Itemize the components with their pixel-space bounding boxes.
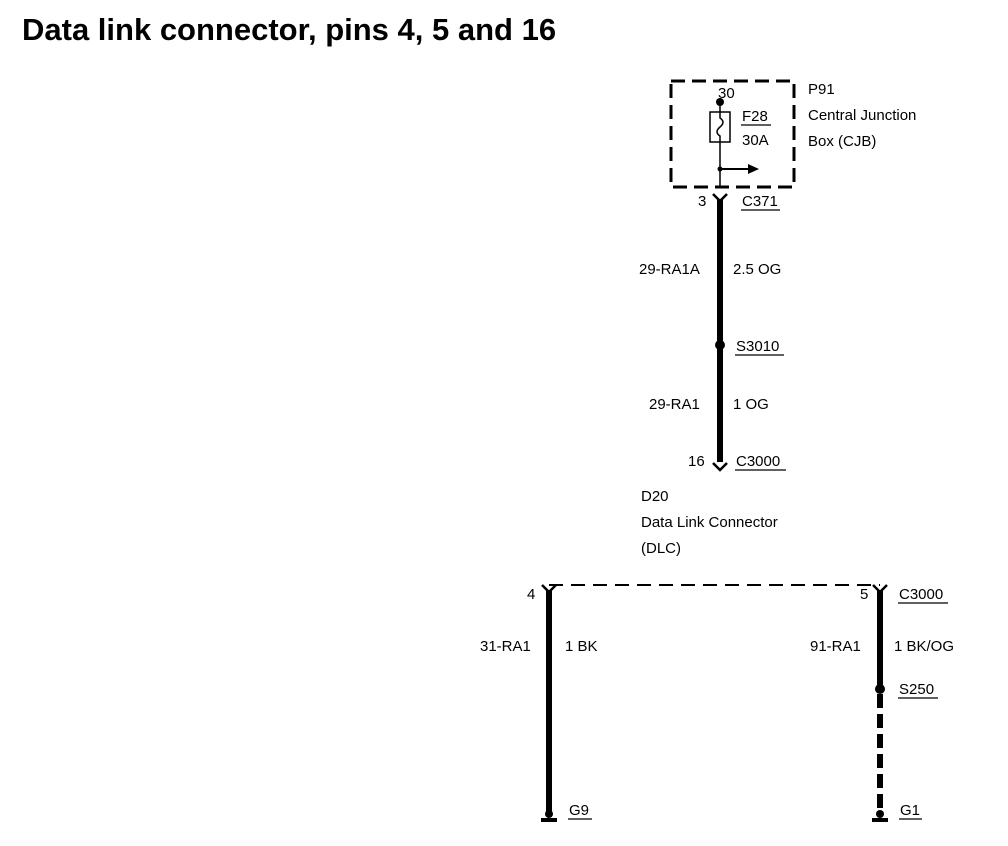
arrow-right-icon — [748, 164, 759, 174]
dlc-name-line1: Data Link Connector — [641, 514, 778, 531]
c371-pin-label: 3 — [698, 193, 706, 210]
lower-wire-spec: 1 OG — [733, 396, 769, 413]
right-pin-label: 5 — [860, 586, 868, 603]
left-wire-circuit: 31-RA1 — [480, 638, 531, 655]
right-wire-circuit: 91-RA1 — [810, 638, 861, 655]
fuse-element-icon — [716, 112, 724, 142]
left-wire-spec: 1 BK — [565, 638, 598, 655]
page-title: Data link connector, pins 4, 5 and 16 — [22, 12, 557, 47]
upper-wire-spec: 2.5 OG — [733, 261, 781, 278]
splice-s250-label: S250 — [899, 681, 934, 698]
cjb-feed-label: 30 — [718, 85, 735, 102]
cjb-boundary — [669, 79, 796, 189]
lower-wire-circuit: 29-RA1 — [649, 396, 700, 413]
ground-g1-label: G1 — [900, 802, 920, 819]
c3000-pin16-label: 16 — [688, 453, 705, 470]
upper-wire-circuit: 29-RA1A — [639, 261, 700, 278]
fuse-rating-label: 30A — [742, 132, 769, 149]
ground-g9-icon — [541, 818, 557, 822]
ground-g9-terminal — [545, 810, 553, 818]
c3000-top-label: C3000 — [736, 453, 780, 470]
ground-g9-label: G9 — [569, 802, 589, 819]
splice-s3010-label: S3010 — [736, 338, 779, 355]
dlc-name-line2: (DLC) — [641, 540, 681, 557]
connector-c3000-pin16-icon — [712, 462, 728, 472]
cjb-ref: P91 — [808, 81, 835, 98]
right-wire-spec: 1 BK/OG — [894, 638, 954, 655]
cjb-name-line1: Central Junction — [808, 107, 916, 124]
ground-g1-icon — [872, 818, 888, 822]
cjb-name-line2: Box (CJB) — [808, 133, 876, 150]
left-pin-label: 4 — [527, 586, 535, 603]
splice-s250-icon — [875, 684, 885, 694]
dlc-ref: D20 — [641, 488, 669, 505]
c3000-bottom-label: C3000 — [899, 586, 943, 603]
ground-g1-terminal — [876, 810, 884, 818]
fuse-label: F28 — [742, 108, 768, 125]
c371-label: C371 — [742, 193, 778, 210]
